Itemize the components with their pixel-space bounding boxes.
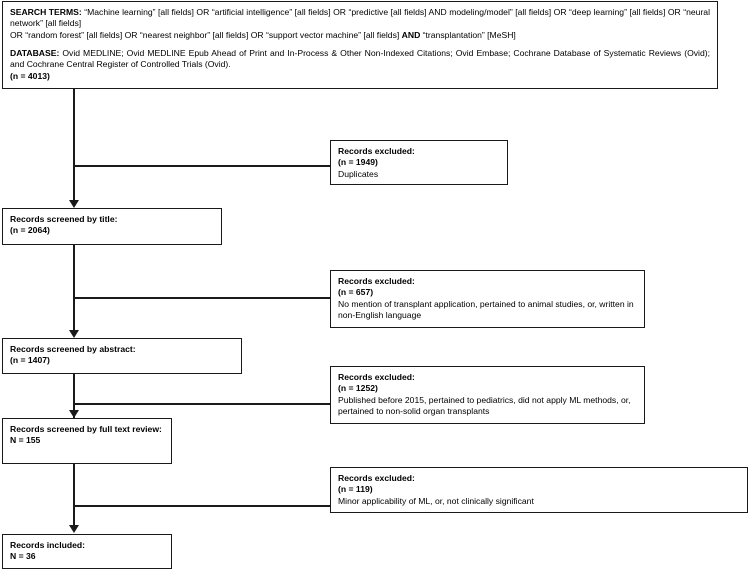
connector-abstract-to-fulltext xyxy=(73,374,75,418)
step-box-screened-title: Records screened by title: (n = 2064) xyxy=(2,208,222,245)
step-title: Records screened by full text review: xyxy=(10,424,162,434)
exclusion-box-duplicates: Records excluded: (n = 1949) Duplicates xyxy=(330,140,508,185)
step-box-screened-abstract: Records screened by abstract: (n = 1407) xyxy=(2,338,242,374)
step-title: Records included: xyxy=(10,540,85,550)
exclusion-reason: No mention of transplant application, pe… xyxy=(338,298,634,321)
connector-search-to-title xyxy=(73,89,75,201)
exclusion-title: Records excluded: xyxy=(338,473,415,483)
step-box-screened-full-text: Records screened by full text review: N … xyxy=(2,418,172,464)
database-line: DATABASE: Ovid MEDLINE; Ovid MEDLINE Epu… xyxy=(10,48,710,71)
exclusion-box-full-text-screen: Records excluded: (n = 119) Minor applic… xyxy=(330,467,748,513)
search-terms-text-2-post: “transplantation” [MeSH] xyxy=(420,29,516,40)
search-terms-line: SEARCH TERMS: “Machine learning” [all fi… xyxy=(10,7,710,30)
exclusion-box-title-screen: Records excluded: (n = 657) No mention o… xyxy=(330,270,645,328)
exclusion-count: (n = 657) xyxy=(338,287,374,298)
spacer xyxy=(10,41,710,48)
connector-to-duplicates-exclusion xyxy=(73,165,330,167)
exclusion-title: Records excluded: xyxy=(338,276,415,286)
exclusion-reason: Minor applicability of ML, or, not clini… xyxy=(338,495,534,506)
exclusion-reason: Duplicates xyxy=(338,168,379,179)
exclusion-title: Records excluded: xyxy=(338,372,415,382)
database-text: Ovid MEDLINE; Ovid MEDLINE Epub Ahead of… xyxy=(10,48,710,70)
step-title: Records screened by title: xyxy=(10,214,118,224)
arrowhead-to-title-box xyxy=(69,200,79,208)
database-label: DATABASE: xyxy=(10,48,60,59)
step-count: (n = 1407) xyxy=(10,355,50,366)
exclusion-count: (n = 1252) xyxy=(338,383,378,394)
connector-to-title-exclusion xyxy=(73,297,330,299)
search-terms-label: SEARCH TERMS: xyxy=(10,7,82,17)
exclusion-count: (n = 1949) xyxy=(338,157,378,168)
arrowhead-to-included-box xyxy=(69,525,79,533)
connector-to-abstract-exclusion xyxy=(73,403,330,405)
connector-to-fulltext-exclusion xyxy=(73,505,330,507)
connector-title-to-abstract xyxy=(73,245,75,331)
exclusion-reason: Published before 2015, pertained to pedi… xyxy=(338,394,631,417)
search-terms-box: SEARCH TERMS: “Machine learning” [all fi… xyxy=(2,1,718,89)
search-terms-and-operator: AND xyxy=(401,29,421,40)
step-count: (n = 2064) xyxy=(10,225,50,236)
step-count: N = 155 xyxy=(10,435,41,446)
search-terms-line-2: OR “random forest” [all fields] OR “near… xyxy=(10,30,710,41)
search-total-count: (n = 4013) xyxy=(10,70,50,81)
arrowhead-to-abstract-box xyxy=(69,330,79,338)
search-terms-text: “Machine learning” [all fields] OR “arti… xyxy=(10,7,711,29)
step-count: N = 36 xyxy=(10,551,36,562)
exclusion-box-abstract-screen: Records excluded: (n = 1252) Published b… xyxy=(330,366,645,424)
exclusion-count: (n = 119) xyxy=(338,484,373,495)
exclusion-title: Records excluded: xyxy=(338,146,415,156)
search-terms-text-2-pre: OR “random forest” [all fields] OR “near… xyxy=(10,29,402,40)
step-box-included: Records included: N = 36 xyxy=(2,534,172,569)
connector-fulltext-to-included xyxy=(73,464,75,526)
step-title: Records screened by abstract: xyxy=(10,344,136,354)
arrowhead-to-fulltext-box xyxy=(69,410,79,418)
